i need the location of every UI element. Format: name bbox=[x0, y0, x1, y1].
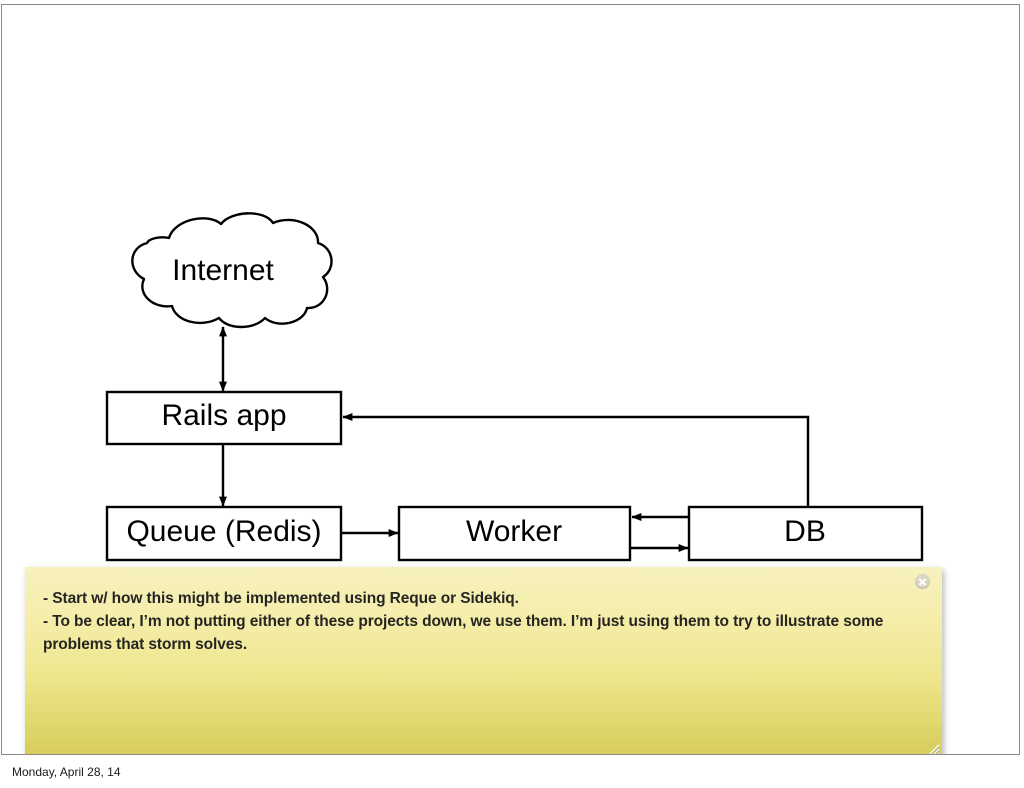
architecture-diagram bbox=[105, 212, 924, 562]
node-label-worker: Worker bbox=[465, 515, 563, 548]
slide-canvas: Internet Rails app Queue (Redis) Worker … bbox=[1, 4, 1020, 755]
presenter-note-line-2: - To be clear, I’m not putting either of… bbox=[43, 613, 884, 653]
node-worker[interactable] bbox=[397, 505, 632, 562]
node-rails-app[interactable] bbox=[105, 390, 343, 446]
edge-db-rails bbox=[342, 413, 810, 506]
node-label-queue-redis: Queue (Redis) bbox=[126, 515, 322, 548]
node-internet[interactable] bbox=[131, 212, 333, 329]
node-db[interactable] bbox=[687, 505, 924, 562]
presenter-note-line-1: - Start w/ how this might be implemented… bbox=[43, 590, 519, 607]
node-label-internet: Internet bbox=[172, 254, 274, 287]
footer-date: Monday, April 28, 14 bbox=[12, 765, 121, 779]
presenter-note-text: - Start w/ how this might be implemented… bbox=[43, 587, 903, 656]
node-queue-redis[interactable] bbox=[105, 505, 343, 562]
resize-handle-icon[interactable] bbox=[924, 742, 940, 755]
close-icon[interactable] bbox=[915, 574, 930, 589]
node-label-db: DB bbox=[784, 515, 826, 548]
node-label-rails-app: Rails app bbox=[161, 399, 287, 432]
presenter-note[interactable]: - Start w/ how this might be implemented… bbox=[25, 567, 942, 755]
